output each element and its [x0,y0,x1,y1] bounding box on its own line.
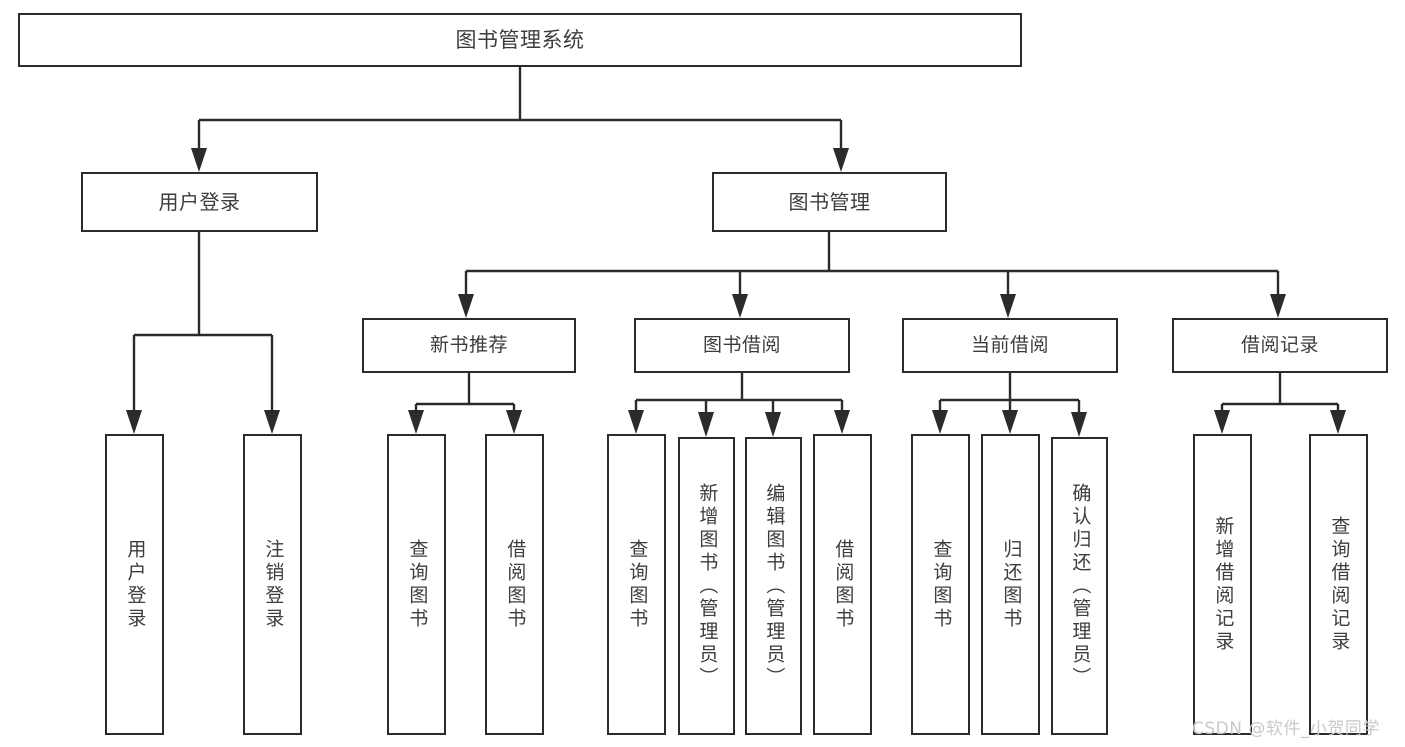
leaf-book-borrow-1[interactable]: 新增图书（管理员） [678,437,735,735]
node-book-manage[interactable]: 图书管理 [712,172,947,232]
leaf-current-borrow-1[interactable]: 归还图书 [981,434,1040,735]
leaf-current-borrow-2[interactable]: 确认归还（管理员） [1051,437,1108,735]
arrow-to-book-manage [833,148,849,172]
arrow-to-current-borrow [1000,294,1016,318]
node-borrow-record[interactable]: 借阅记录 [1172,318,1388,373]
node-book-borrow[interactable]: 图书借阅 [634,318,850,373]
arrow-user-login-leaf-0 [126,410,142,434]
leaf-borrow-record-1[interactable]: 查询借阅记录 [1309,434,1368,735]
leaf-label: 查询图书 [930,538,953,631]
leaf-label: 用户登录 [124,538,147,631]
arrow-current-borrow-leaf-2 [1071,412,1087,437]
arrow-book-borrow-leaf-2 [765,412,781,437]
leaf-label: 借阅图书 [832,538,855,631]
arrow-book-borrow-leaf-1 [698,412,714,437]
leaf-label: 新增借阅记录 [1212,515,1235,654]
node-book-borrow-label: 图书借阅 [702,333,781,356]
arrow-new-book-leaf-0 [408,410,424,434]
node-new-book-recommend-label: 新书推荐 [429,333,508,356]
leaf-label: 借阅图书 [504,538,527,631]
arrow-current-borrow-leaf-1 [1002,410,1018,434]
node-current-borrow-label: 当前借阅 [970,333,1049,356]
leaf-user-login-0[interactable]: 用户登录 [105,434,164,735]
node-user-login[interactable]: 用户登录 [81,172,318,232]
leaf-book-borrow-3[interactable]: 借阅图书 [813,434,872,735]
arrow-user-login-leaf-1 [264,410,280,434]
arrow-book-borrow-leaf-0 [628,410,644,434]
leaf-label: 归还图书 [1000,538,1023,631]
arrow-borrow-record-leaf-0 [1214,410,1230,434]
leaf-borrow-record-0[interactable]: 新增借阅记录 [1193,434,1252,735]
leaf-book-borrow-2[interactable]: 编辑图书（管理员） [745,437,802,735]
arrow-borrow-record-leaf-1 [1330,410,1346,434]
arrow-to-new-book-recommend [458,294,474,318]
node-new-book-recommend[interactable]: 新书推荐 [362,318,576,373]
leaf-new-book-recommend-1[interactable]: 借阅图书 [485,434,544,735]
leaf-label: 注销登录 [262,538,285,631]
arrow-current-borrow-leaf-0 [932,410,948,434]
leaf-label: 确认归还（管理员） [1069,482,1092,690]
leaf-label: 查询借阅记录 [1328,515,1351,654]
leaf-label: 查询图书 [406,538,429,631]
leaf-new-book-recommend-0[interactable]: 查询图书 [387,434,446,735]
leaf-label: 编辑图书（管理员） [763,482,786,690]
node-user-login-label: 用户登录 [158,189,241,214]
node-book-manage-label: 图书管理 [788,189,871,214]
node-borrow-record-label: 借阅记录 [1240,333,1319,356]
leaf-label: 查询图书 [626,538,649,631]
arrow-book-borrow-leaf-3 [834,410,850,434]
arrow-to-user-login [191,148,207,172]
leaf-user-login-1[interactable]: 注销登录 [243,434,302,735]
arrow-to-borrow-record [1270,294,1286,318]
arrow-to-book-borrow [732,294,748,318]
node-current-borrow[interactable]: 当前借阅 [902,318,1118,373]
arrow-new-book-leaf-1 [506,410,522,434]
node-root-label: 图书管理系统 [455,27,585,52]
leaf-label: 新增图书（管理员） [696,482,719,690]
leaf-book-borrow-0[interactable]: 查询图书 [607,434,666,735]
leaf-current-borrow-0[interactable]: 查询图书 [911,434,970,735]
node-root-system[interactable]: 图书管理系统 [18,13,1022,67]
